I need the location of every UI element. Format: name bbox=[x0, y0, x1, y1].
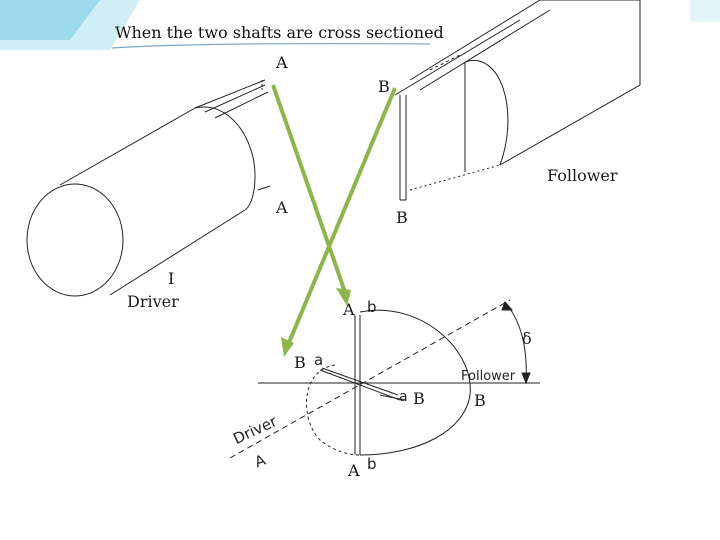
label-b-mid: B bbox=[396, 208, 408, 227]
section-label-a-right: a bbox=[399, 389, 408, 405]
label-driver: Driver bbox=[127, 292, 179, 311]
label-driver-numeral: I bbox=[168, 269, 175, 288]
section-label-a-upper: A bbox=[343, 300, 355, 319]
section-label-b-far: B bbox=[474, 391, 486, 410]
label-a-mid: A bbox=[276, 198, 288, 217]
section-label-b-right: B bbox=[413, 389, 425, 408]
section-label-follower: Follower bbox=[461, 369, 516, 384]
label-b-top: B bbox=[378, 77, 390, 96]
section-label-b-left: B bbox=[294, 353, 306, 372]
corner-decoration-right bbox=[690, 0, 720, 22]
section-label-a-left: a bbox=[314, 351, 324, 369]
corner-decoration bbox=[0, 0, 140, 50]
slide-title: When the two shafts are cross sectioned bbox=[115, 23, 444, 42]
section-label-delta: δ bbox=[522, 329, 532, 348]
title-underline bbox=[112, 42, 431, 49]
driver-shaft-end bbox=[26, 183, 124, 297]
section-label-b-upper: b bbox=[367, 298, 377, 316]
label-follower: Follower bbox=[547, 166, 618, 185]
section-label-a-bottom: A bbox=[348, 461, 360, 480]
label-a-top: A bbox=[276, 53, 288, 72]
section-label-b-low: b bbox=[367, 455, 377, 473]
